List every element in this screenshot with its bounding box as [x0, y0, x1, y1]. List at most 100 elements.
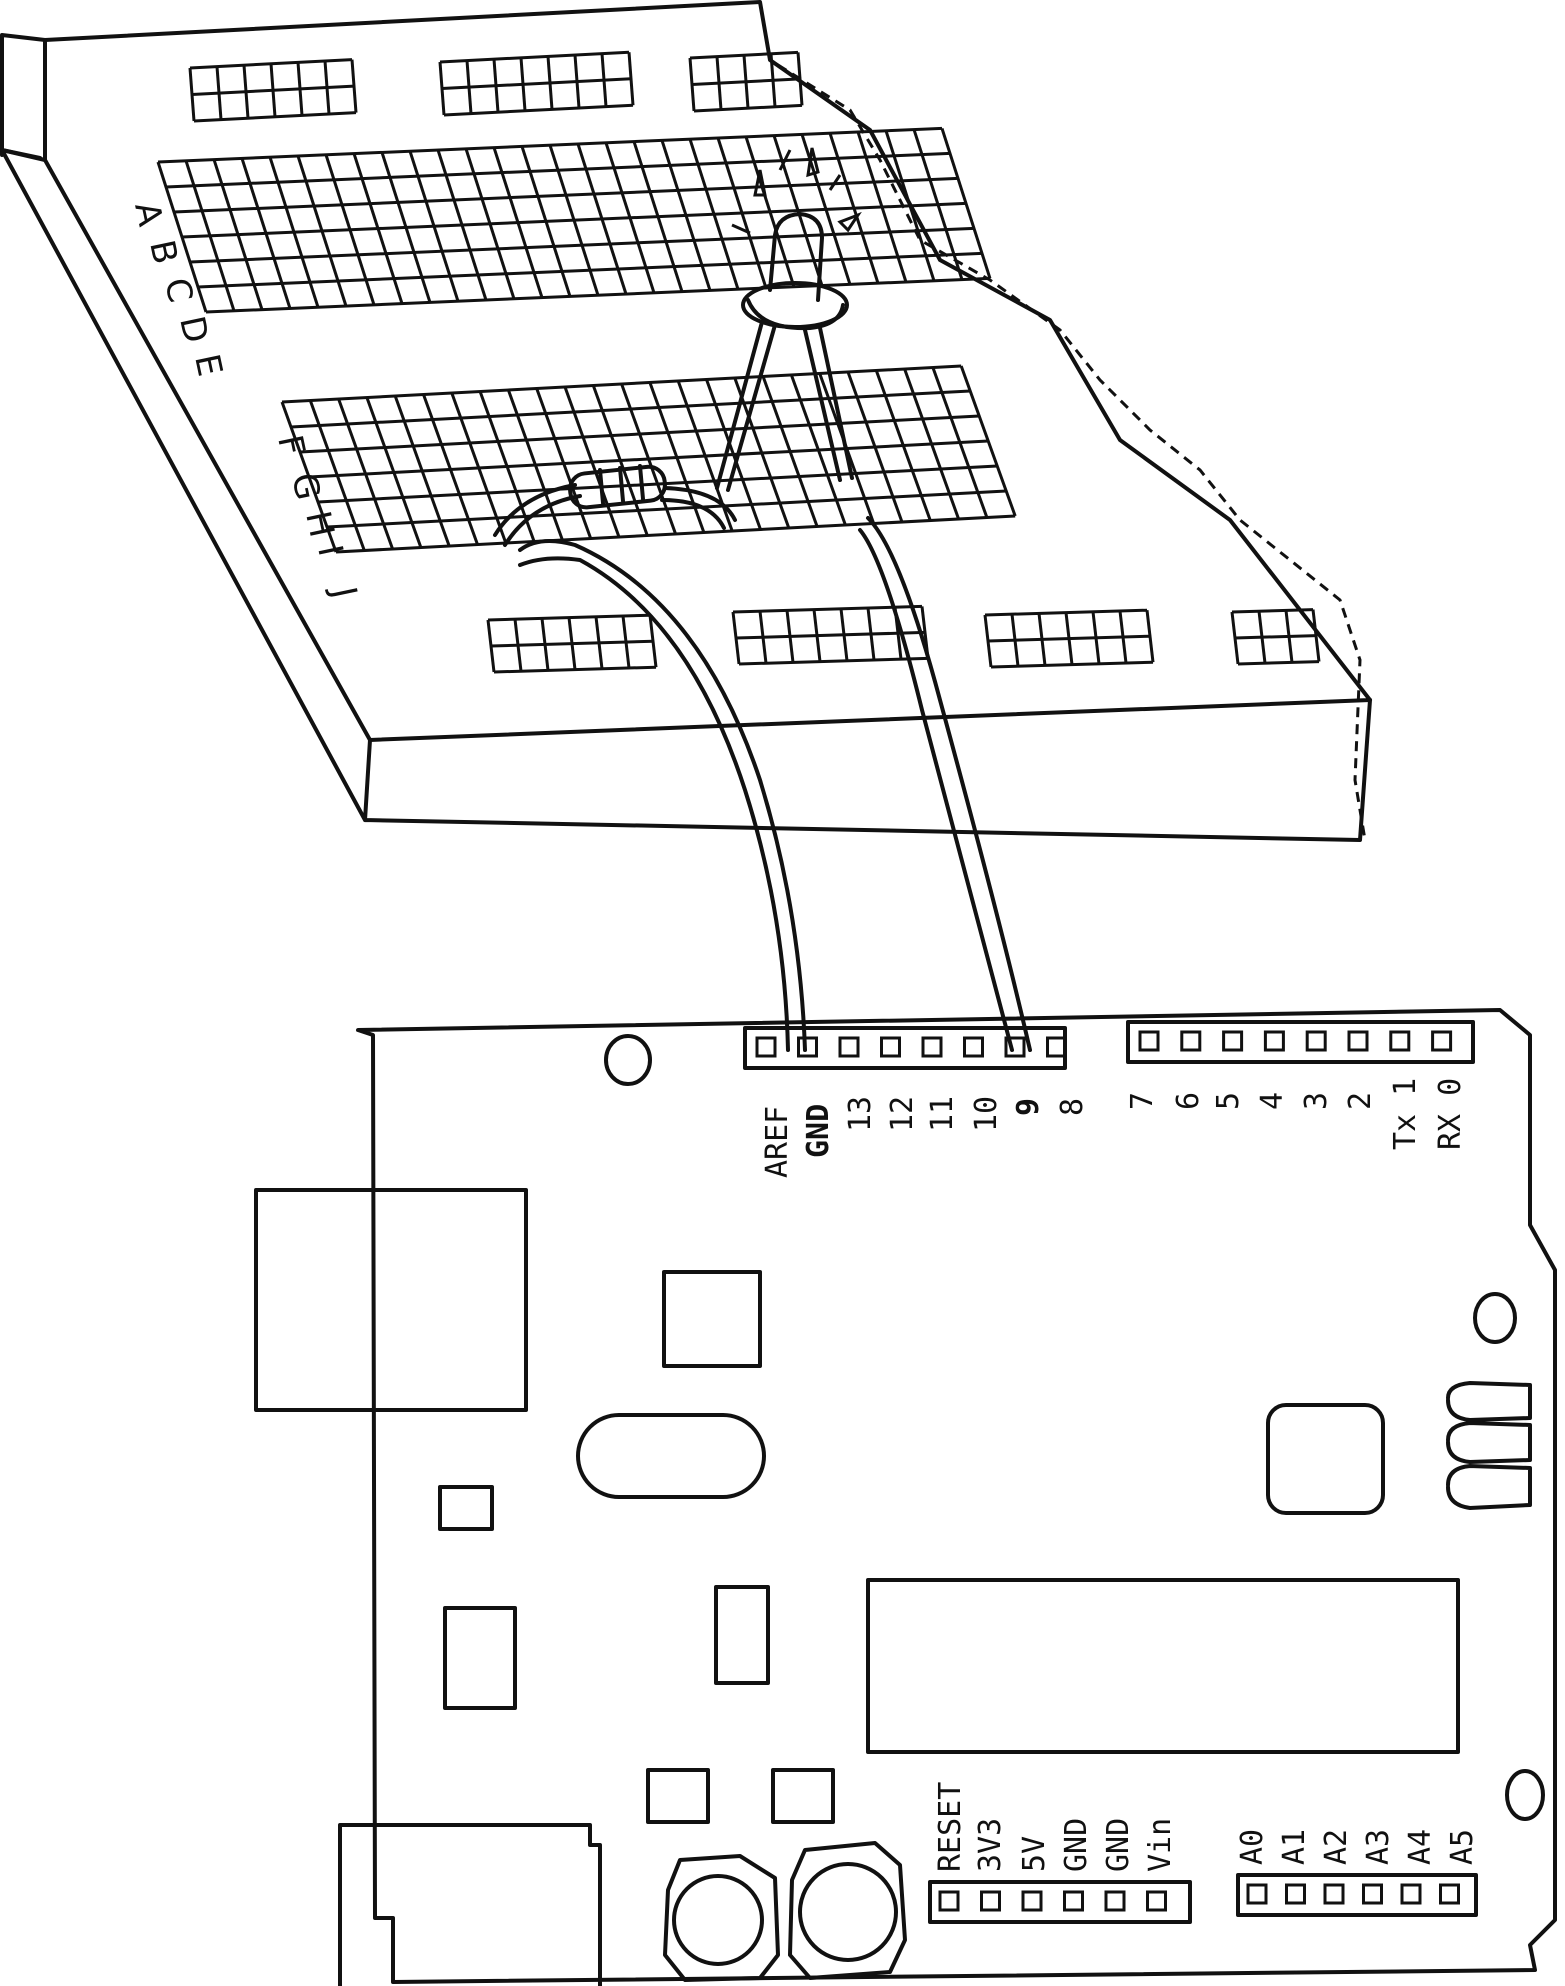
pin-label-3v3: 3V3 — [973, 1818, 1008, 1872]
pin-label-7: 7 — [1125, 1092, 1160, 1110]
arduino-outline — [356, 1008, 1557, 1984]
header-pin — [1222, 1030, 1244, 1052]
header-pin — [1305, 1030, 1327, 1052]
analog-pins — [1246, 1883, 1460, 1905]
pin-label-vin: Vin — [1143, 1818, 1178, 1872]
row-label: D — [171, 313, 216, 347]
capacitor-body — [663, 1854, 780, 1982]
capacitor-top — [672, 1874, 764, 1966]
header-pin — [1063, 1890, 1084, 1912]
power-jack — [338, 1823, 602, 1986]
row-label: B — [141, 237, 185, 268]
digital-labels-right: 7 6 5 4 3 2 Tx 1 RX 0 — [1125, 1078, 1468, 1150]
icsp-header — [1446, 1381, 1532, 1422]
pin-label-5: 5 — [1211, 1092, 1246, 1110]
pin-label-10: 10 — [969, 1096, 1004, 1132]
pin-label-9: 9 — [1011, 1098, 1046, 1116]
header-pin — [1004, 1036, 1026, 1058]
pin-label-a5: A5 — [1445, 1829, 1480, 1865]
pin-label-12: 12 — [885, 1096, 920, 1132]
header-pin — [1021, 1890, 1043, 1912]
breadboard-side — [0, 33, 1372, 842]
gnd-wire — [518, 539, 807, 1052]
breadboard-top-face — [43, 0, 1372, 742]
pin-label-6: 6 — [1171, 1092, 1206, 1110]
resistor-body — [568, 464, 667, 510]
power-pins — [938, 1890, 1167, 1912]
pin-label-5v: 5V — [1017, 1836, 1052, 1872]
header-pin — [797, 1036, 818, 1058]
pin-label-gnd: GND — [801, 1104, 836, 1158]
digital-pins-left — [755, 1036, 1067, 1058]
pin-label-3: 3 — [1299, 1092, 1334, 1110]
bottom-power-rails — [486, 604, 1321, 674]
power-header — [928, 1880, 1192, 1924]
header-pin — [1400, 1883, 1422, 1905]
header-pin — [1439, 1883, 1460, 1905]
arduino-board: AREF GND 13 12 11 10 9 8 7 6 5 4 3 2 Tx … — [254, 1008, 1557, 1986]
header-pin — [938, 1890, 960, 1912]
pin-label-reset: RESET — [933, 1782, 968, 1872]
header-pin — [980, 1890, 1001, 1912]
terminal-grids — [156, 126, 1017, 554]
header-pin — [1138, 1030, 1160, 1052]
header-pin — [1104, 1890, 1126, 1912]
rail-block — [1230, 608, 1321, 666]
header-pin — [1323, 1883, 1345, 1905]
pin-label-aref: AREF — [760, 1106, 795, 1178]
header-pin — [880, 1036, 901, 1058]
row-label: A — [126, 199, 170, 230]
usb-chip — [1266, 1403, 1385, 1515]
top-power-rails — [188, 50, 804, 123]
capacitor-top — [798, 1862, 898, 1962]
smd-component — [714, 1585, 770, 1685]
rail-block — [438, 50, 635, 117]
pin-label-gnd-1: GND — [1059, 1818, 1094, 1872]
pin-label-gnd-2: GND — [1101, 1818, 1136, 1872]
analog-labels: A0 A1 A2 A3 A4 A5 — [1235, 1829, 1480, 1865]
led-glow-rays — [731, 147, 862, 235]
pin-label-a2: A2 — [1319, 1829, 1354, 1865]
rail-block — [486, 613, 658, 674]
row-label: H — [297, 508, 341, 541]
voltage-regulator — [662, 1270, 762, 1368]
header-pin — [1180, 1030, 1202, 1052]
led-dome — [768, 212, 824, 302]
breadboard: A B C D E F G H I J — [0, 0, 1372, 842]
analog-header — [1236, 1873, 1478, 1917]
resistor — [493, 464, 737, 547]
led-leg-short — [715, 320, 777, 492]
pin-label-a4: A4 — [1403, 1829, 1438, 1865]
capacitor-body — [788, 1841, 907, 1980]
terminal-grid-bottom — [280, 364, 1017, 554]
header-pin — [1347, 1030, 1369, 1052]
header-pin — [1285, 1883, 1306, 1905]
row-label: E — [186, 351, 230, 380]
led — [715, 147, 862, 492]
resistor-lead-right — [663, 486, 737, 522]
pin-label-2: 2 — [1343, 1092, 1378, 1110]
rail-block — [731, 604, 930, 666]
digital-header-right — [1126, 1020, 1475, 1064]
pin-label-a0: A0 — [1235, 1829, 1270, 1865]
rail-block — [983, 608, 1155, 669]
power-labels: RESET 3V3 5V GND GND Vin — [933, 1782, 1178, 1872]
pin-label-a3: A3 — [1361, 1829, 1396, 1865]
torn-edge — [758, 1, 1367, 841]
pin-label-a1: A1 — [1277, 1829, 1312, 1865]
digital-labels-left: AREF GND 13 12 11 10 9 8 — [760, 1096, 1090, 1178]
row-labels-bottom: F G H I J — [269, 432, 364, 602]
digital-header-left — [743, 1026, 1067, 1070]
smd-component — [443, 1606, 517, 1710]
usb-connector — [254, 1188, 528, 1412]
crystal-oscillator — [576, 1413, 766, 1499]
atmega-microcontroller — [866, 1578, 1460, 1754]
row-label: C — [156, 275, 200, 307]
header-pin — [755, 1036, 777, 1058]
rail-block — [188, 58, 358, 123]
mounting-hole — [1473, 1292, 1517, 1344]
header-pin — [1362, 1883, 1383, 1905]
pin9-wire — [866, 516, 1032, 1052]
pin-label-tx1: Tx 1 — [1388, 1078, 1423, 1150]
